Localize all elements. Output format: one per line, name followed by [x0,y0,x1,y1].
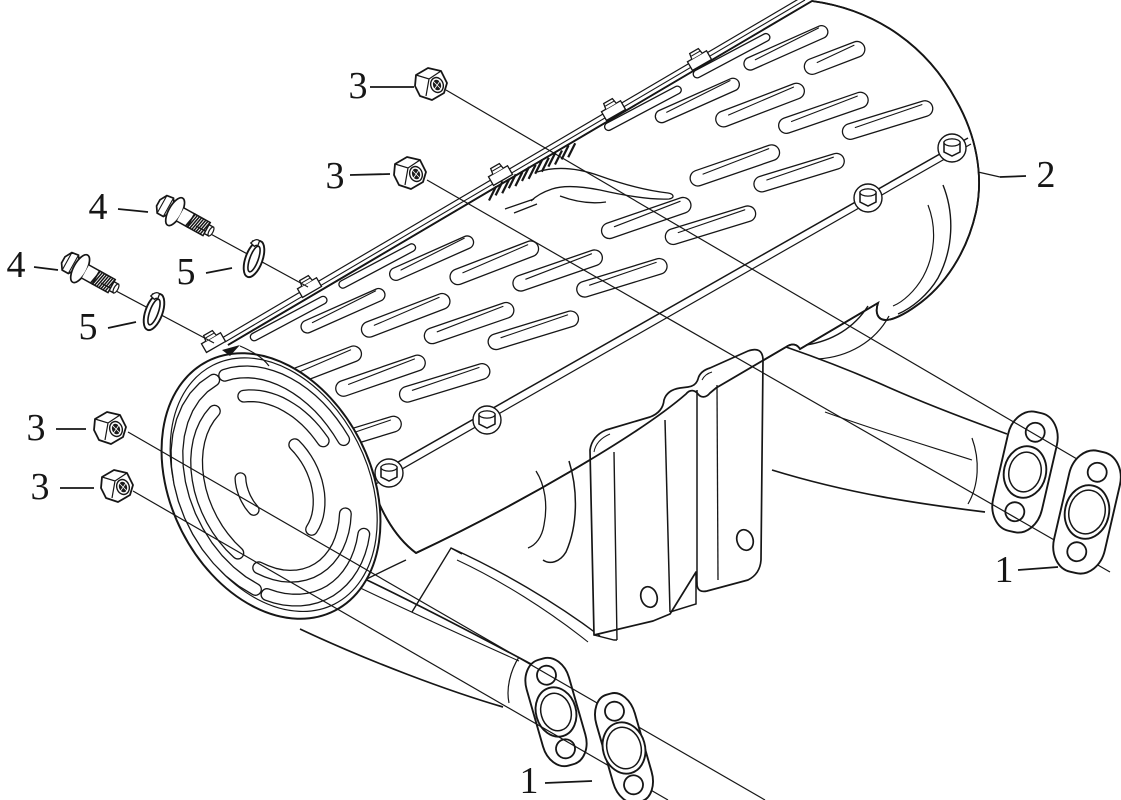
svg-text:3: 3 [349,65,368,107]
svg-text:4: 4 [7,244,26,286]
svg-text:5: 5 [79,306,98,348]
svg-text:3: 3 [326,155,345,197]
svg-text:5: 5 [177,251,196,293]
svg-text:1: 1 [995,549,1014,591]
svg-text:2: 2 [1037,154,1056,196]
svg-text:3: 3 [27,407,46,449]
svg-text:4: 4 [89,186,108,228]
svg-text:3: 3 [31,466,50,508]
svg-text:1: 1 [520,760,539,800]
